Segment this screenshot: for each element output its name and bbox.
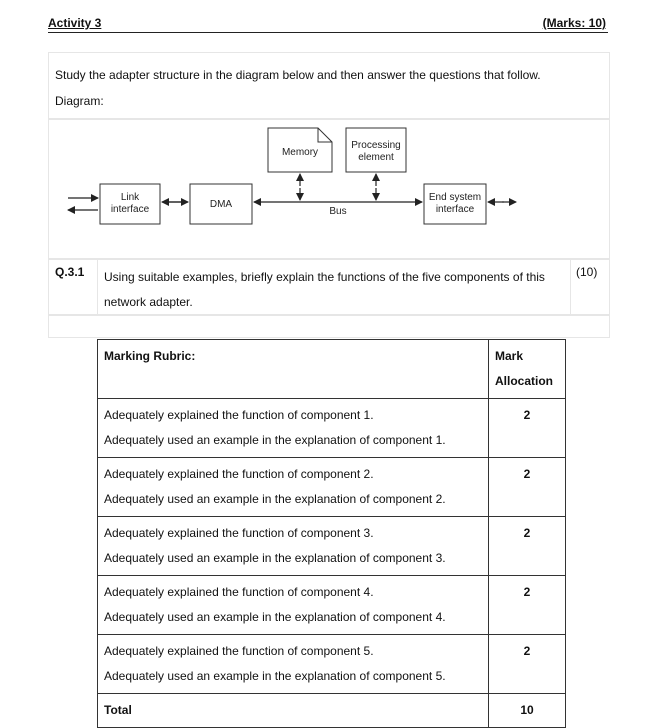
- mark-header-line1: Mark: [495, 349, 524, 363]
- layout-grid-spacer: [48, 314, 610, 338]
- link-label-line1: Link: [121, 192, 140, 203]
- diagram-label: Diagram:: [55, 94, 104, 108]
- question-marks: (10): [576, 265, 598, 279]
- dma-label: DMA: [210, 199, 233, 210]
- rubric-header-mark: Mark Allocation: [488, 339, 566, 399]
- rubric-criteria-line2: Adequately used an example in the explan…: [104, 669, 446, 683]
- memory-label: Memory: [282, 147, 318, 158]
- rubric-criteria-line2: Adequately used an example in the explan…: [104, 492, 446, 506]
- bus-label: Bus: [329, 206, 346, 217]
- rubric-header-criteria: Marking Rubric:: [97, 339, 489, 399]
- rubric-row: Adequately explained the function of com…: [97, 516, 566, 576]
- rubric-mark: 2: [488, 457, 566, 517]
- rubric-criteria-line2: Adequately used an example in the explan…: [104, 551, 446, 565]
- rubric-criteria: Adequately explained the function of com…: [97, 398, 489, 458]
- layout-grid-diagram: [48, 118, 610, 260]
- rubric-criteria: Adequately explained the function of com…: [97, 634, 489, 694]
- activity-header: Activity 3 (Marks: 10): [48, 14, 608, 33]
- rubric-criteria: Adequately explained the function of com…: [97, 516, 489, 576]
- memory-fold: [317, 128, 332, 143]
- rubric-mark: 2: [488, 575, 566, 635]
- layout-grid-question-marks: [570, 258, 610, 316]
- end-label-line2: interface: [436, 204, 475, 215]
- rubric-row: Adequately explained the function of com…: [97, 575, 566, 635]
- instructions-text: Study the adapter structure in the diagr…: [55, 68, 541, 82]
- adapter-diagram: Memory Processing element Link interface…: [67, 127, 517, 225]
- link-interface-box: [99, 183, 161, 225]
- rubric-total-label: Total: [97, 693, 489, 728]
- rubric-row: Adequately explained the function of com…: [97, 398, 566, 458]
- rubric-criteria-line1: Adequately explained the function of com…: [104, 585, 374, 599]
- rubric-header-row: Marking Rubric: Mark Allocation: [97, 339, 566, 399]
- processing-element-box: [345, 127, 407, 173]
- rubric-total-mark: 10: [488, 693, 566, 728]
- rubric-row: Adequately explained the function of com…: [97, 457, 566, 517]
- rubric-mark: 2: [488, 398, 566, 458]
- rubric-criteria-line2: Adequately used an example in the explan…: [104, 610, 446, 624]
- rubric-criteria-line1: Adequately explained the function of com…: [104, 644, 374, 658]
- rubric-criteria-line2: Adequately used an example in the explan…: [104, 433, 446, 447]
- memory-box: [267, 127, 333, 173]
- rubric-mark: 2: [488, 634, 566, 694]
- end-system-interface-box: [423, 183, 487, 225]
- mark-header-line2: Allocation: [495, 374, 554, 388]
- link-label-line2: interface: [111, 204, 150, 215]
- rubric-criteria-line1: Adequately explained the function of com…: [104, 526, 374, 540]
- processing-label-line2: element: [358, 152, 394, 163]
- end-label-line1: End system: [429, 192, 481, 203]
- total-label: Total: [104, 703, 132, 717]
- rubric-row: Adequately explained the function of com…: [97, 634, 566, 694]
- question-number: Q.3.1: [55, 265, 85, 279]
- activity-title: Activity 3: [48, 16, 102, 30]
- rubric-criteria: Adequately explained the function of com…: [97, 575, 489, 635]
- layout-grid-question-num: [48, 258, 98, 316]
- rubric-total-row: Total 10: [97, 693, 566, 728]
- layout-grid-top: [48, 52, 610, 120]
- question-text: Using suitable examples, briefly explain…: [104, 270, 545, 309]
- rubric-criteria: Adequately explained the function of com…: [97, 457, 489, 517]
- rubric-criteria-line1: Adequately explained the function of com…: [104, 408, 374, 422]
- rubric-criteria-line1: Adequately explained the function of com…: [104, 467, 374, 481]
- rubric-header-label: Marking Rubric:: [104, 349, 196, 363]
- marking-rubric-table: Marking Rubric: Mark Allocation Adequate…: [97, 339, 566, 728]
- dma-box: [189, 183, 253, 225]
- processing-label-line1: Processing: [351, 140, 400, 151]
- rubric-mark: 2: [488, 516, 566, 576]
- activity-marks: (Marks: 10): [542, 16, 606, 30]
